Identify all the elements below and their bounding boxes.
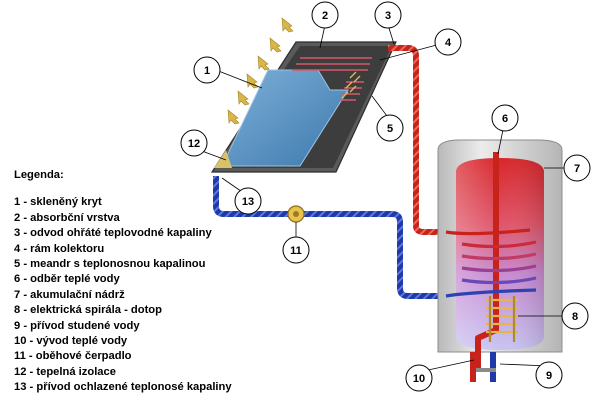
- callout-5: 5: [387, 123, 393, 135]
- callout-9: 9: [546, 370, 552, 382]
- legend-item: 1 - skleněný kryt: [14, 196, 102, 209]
- callout-8: 8: [572, 311, 578, 323]
- callout-12: 12: [188, 138, 200, 150]
- callout-circles: [180, 1, 591, 392]
- callout-6: 6: [502, 113, 508, 125]
- heat-exchanger-coil: [445, 228, 537, 298]
- sunlight-arrows: [227, 17, 294, 125]
- legend-item: 3 - odvod ohřáté teplovodné kapaliny: [14, 227, 212, 240]
- callout-7: 7: [574, 163, 580, 175]
- callout-1: 1: [204, 65, 210, 77]
- legend: Legenda: 1 - skleněný kryt 2 - absorbční…: [14, 168, 304, 396]
- callout-10: 10: [413, 373, 425, 385]
- collector-meander: [292, 57, 372, 101]
- solar-collector: [210, 41, 397, 173]
- legend-item: 5 - meandr s teplonosnou kapalinou: [14, 258, 206, 271]
- storage-tank: [437, 139, 563, 382]
- legend-item: 7 - akumulační nádrž: [14, 288, 125, 301]
- electric-spiral: [486, 296, 518, 342]
- legend-item: 12 - tepelná izolace: [14, 365, 116, 378]
- legend-title: Legenda:: [14, 169, 64, 181]
- callout-3: 3: [385, 10, 391, 22]
- cold-pipe: [213, 176, 446, 299]
- callout-13: 13: [242, 196, 254, 208]
- legend-item: 11 - oběhové čerpadlo: [14, 350, 132, 363]
- callout-11: 11: [290, 245, 302, 257]
- meander-coil: [341, 71, 361, 99]
- callout-2: 2: [322, 10, 328, 22]
- legend-item: 8 - elektrická spirála - dotop: [14, 304, 162, 317]
- hot-pipe: [388, 45, 446, 235]
- callout-4: 4: [445, 37, 452, 49]
- legend-item: 10 - vývod teplé vody: [14, 335, 128, 348]
- legend-item: 4 - rám kolektoru: [14, 242, 105, 255]
- legend-item: 9 - přívod studené vody: [14, 319, 140, 332]
- hot-water-pipe: [475, 152, 499, 370]
- legend-item: 2 - absorbční vrstva: [14, 211, 120, 224]
- legend-list: 1 - skleněný kryt 2 - absorbční vrstva 3…: [14, 195, 304, 395]
- legend-item: 13 - přívod ochlazené teplonosé kapaliny: [14, 381, 232, 394]
- legend-item: 6 - odběr teplé vody: [14, 273, 120, 286]
